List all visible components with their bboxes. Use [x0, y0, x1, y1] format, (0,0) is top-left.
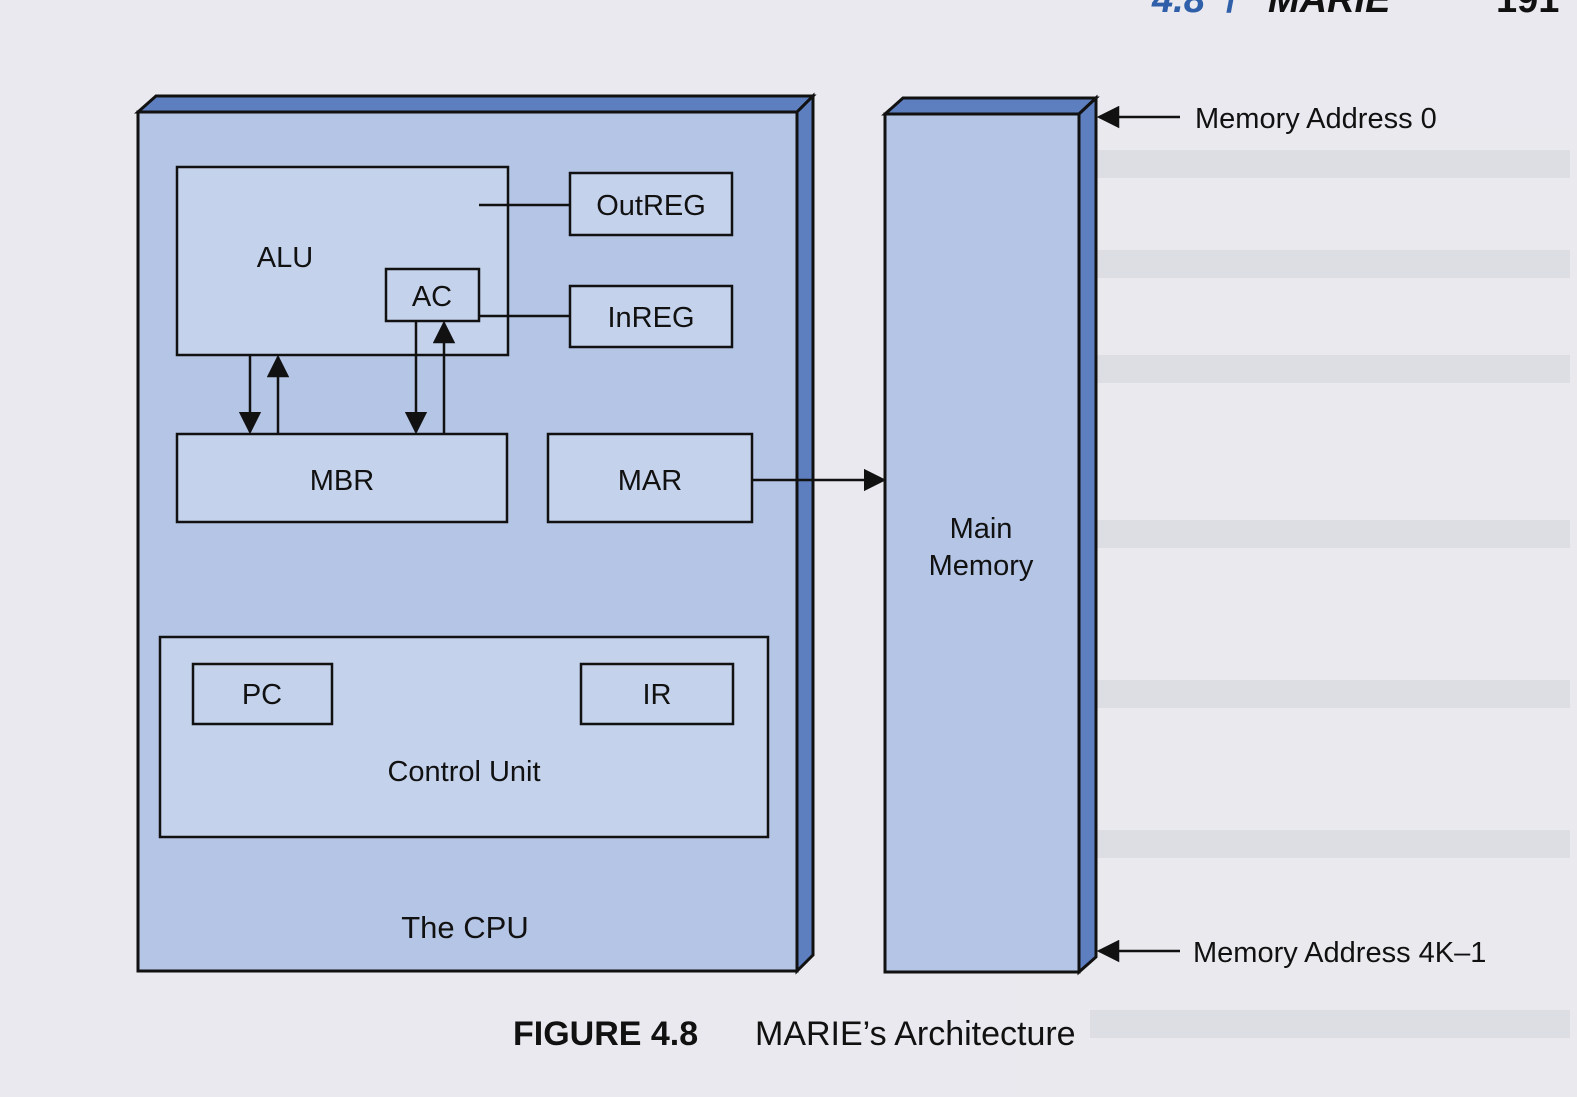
mbr-register: MBR	[175, 432, 509, 524]
memory-face	[883, 112, 1081, 974]
main-memory-block: Main Memory	[881, 94, 1100, 976]
alu-label: ALU	[257, 242, 313, 274]
pc-register: PC	[191, 662, 334, 726]
figure-number: FIGURE 4.8	[513, 1015, 698, 1053]
memory-side-edge	[1077, 94, 1098, 976]
memory-label-line1: Main	[950, 513, 1013, 545]
section-separator: /	[1226, 0, 1237, 21]
alu-register: ALU	[175, 165, 510, 357]
pc-label: PC	[242, 679, 282, 711]
ir-register: IR	[579, 662, 735, 726]
mar-register: MAR	[546, 432, 754, 524]
ac-register: AC	[384, 267, 481, 323]
inreg-register: InREG	[568, 284, 734, 349]
mar-label: MAR	[618, 465, 682, 497]
memory-label-line2: Memory	[929, 550, 1034, 582]
figure-caption: FIGURE 4.8 MARIE’s Architecture	[513, 1015, 1076, 1053]
outreg-register: OutREG	[568, 171, 734, 237]
section-number: 4.8	[1151, 0, 1206, 21]
inreg-label: InREG	[607, 302, 694, 334]
address-4k-label: Memory Address 4K–1	[1193, 937, 1486, 969]
cpu-label: The CPU	[401, 910, 528, 945]
section-title: MARIE	[1268, 0, 1392, 21]
cpu-top-edge	[134, 94, 817, 114]
outreg-label: OutREG	[596, 190, 706, 222]
control-unit-label: Control Unit	[387, 756, 540, 788]
memory-top-edge	[881, 96, 1100, 116]
figure-title: MARIE’s Architecture	[755, 1015, 1076, 1053]
cpu-side-edge	[795, 92, 815, 975]
mbr-label: MBR	[310, 465, 374, 497]
ac-label: AC	[412, 281, 452, 313]
address-0-label: Memory Address 0	[1195, 103, 1437, 135]
page-number: 191	[1496, 0, 1559, 21]
ir-label: IR	[643, 679, 672, 711]
page-header: 4.8 / MARIE 191	[1151, 0, 1559, 21]
